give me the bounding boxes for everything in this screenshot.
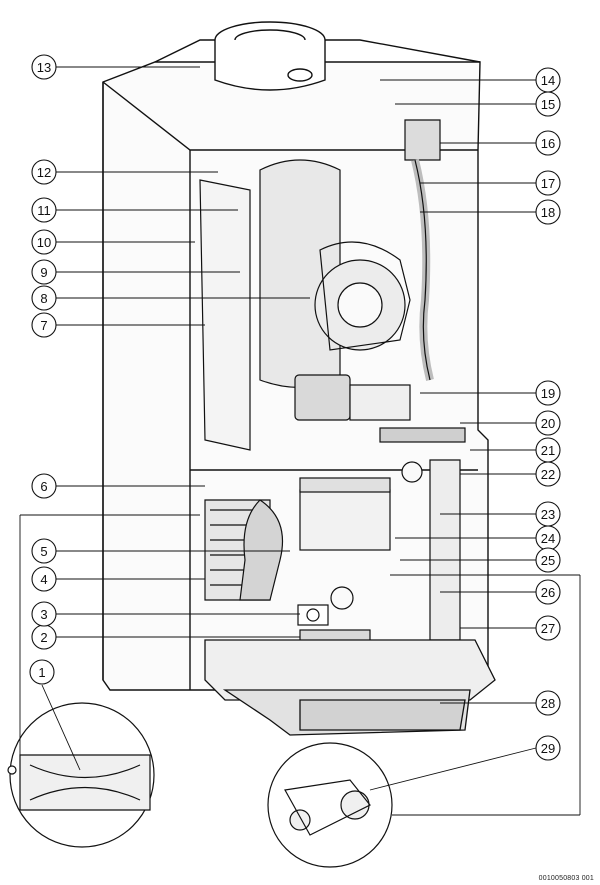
callout-18: 18 bbox=[535, 199, 561, 225]
callout-number: 2 bbox=[40, 630, 47, 645]
figure-reference-code: 0010050803 001 bbox=[538, 875, 594, 882]
callout-7: 7 bbox=[31, 312, 57, 338]
callout-26: 26 bbox=[535, 579, 561, 605]
callout-8: 8 bbox=[31, 285, 57, 311]
callout-number: 10 bbox=[37, 235, 51, 250]
callout-number: 16 bbox=[541, 136, 555, 151]
callout-20: 20 bbox=[535, 410, 561, 436]
callout-5: 5 bbox=[31, 538, 57, 564]
callout-9: 9 bbox=[31, 259, 57, 285]
callout-1: 1 bbox=[29, 659, 55, 685]
callout-number: 7 bbox=[40, 318, 47, 333]
detail-circle-29 bbox=[267, 742, 393, 868]
callout-2: 2 bbox=[31, 624, 57, 650]
callout-29: 29 bbox=[535, 735, 561, 761]
callout-3: 3 bbox=[31, 601, 57, 627]
callout-11: 11 bbox=[31, 197, 57, 223]
callout-4: 4 bbox=[31, 566, 57, 592]
flue-outlet bbox=[214, 21, 326, 91]
callout-number: 12 bbox=[37, 165, 51, 180]
callout-number: 28 bbox=[541, 696, 555, 711]
callout-13: 13 bbox=[31, 54, 57, 80]
callout-number: 4 bbox=[40, 572, 47, 587]
callout-21: 21 bbox=[535, 437, 561, 463]
callout-24: 24 bbox=[535, 525, 561, 551]
callout-6: 6 bbox=[31, 473, 57, 499]
callout-27: 27 bbox=[535, 615, 561, 641]
callout-number: 23 bbox=[541, 507, 555, 522]
callout-number: 11 bbox=[37, 203, 51, 218]
callout-number: 25 bbox=[541, 553, 555, 568]
callout-19: 19 bbox=[535, 380, 561, 406]
callout-14: 14 bbox=[535, 67, 561, 93]
callout-number: 18 bbox=[541, 205, 555, 220]
callout-15: 15 bbox=[535, 91, 561, 117]
detail-circle-1 bbox=[7, 702, 155, 848]
control-panel bbox=[204, 639, 496, 736]
callout-number: 15 bbox=[541, 97, 555, 112]
callout-23: 23 bbox=[535, 501, 561, 527]
callout-number: 8 bbox=[40, 291, 47, 306]
callout-17: 17 bbox=[535, 170, 561, 196]
callout-number: 21 bbox=[541, 443, 555, 458]
callout-number: 24 bbox=[541, 531, 555, 546]
callout-number: 22 bbox=[541, 467, 555, 482]
callout-number: 29 bbox=[541, 741, 555, 756]
callout-22: 22 bbox=[535, 461, 561, 487]
callout-number: 27 bbox=[541, 621, 555, 636]
leader-lines bbox=[19, 66, 581, 816]
callout-number: 3 bbox=[40, 607, 47, 622]
callout-number: 5 bbox=[40, 544, 47, 559]
callout-number: 20 bbox=[541, 416, 555, 431]
callout-number: 1 bbox=[38, 665, 45, 680]
callout-25: 25 bbox=[535, 547, 561, 573]
callout-number: 17 bbox=[541, 176, 555, 191]
inner-components bbox=[199, 119, 466, 661]
callout-number: 19 bbox=[541, 386, 555, 401]
callout-28: 28 bbox=[535, 690, 561, 716]
callout-10: 10 bbox=[31, 229, 57, 255]
callout-number: 14 bbox=[541, 73, 555, 88]
callout-number: 6 bbox=[40, 479, 47, 494]
callout-number: 13 bbox=[37, 60, 51, 75]
callout-12: 12 bbox=[31, 159, 57, 185]
callout-number: 26 bbox=[541, 585, 555, 600]
callout-16: 16 bbox=[535, 130, 561, 156]
callout-number: 9 bbox=[40, 265, 47, 280]
